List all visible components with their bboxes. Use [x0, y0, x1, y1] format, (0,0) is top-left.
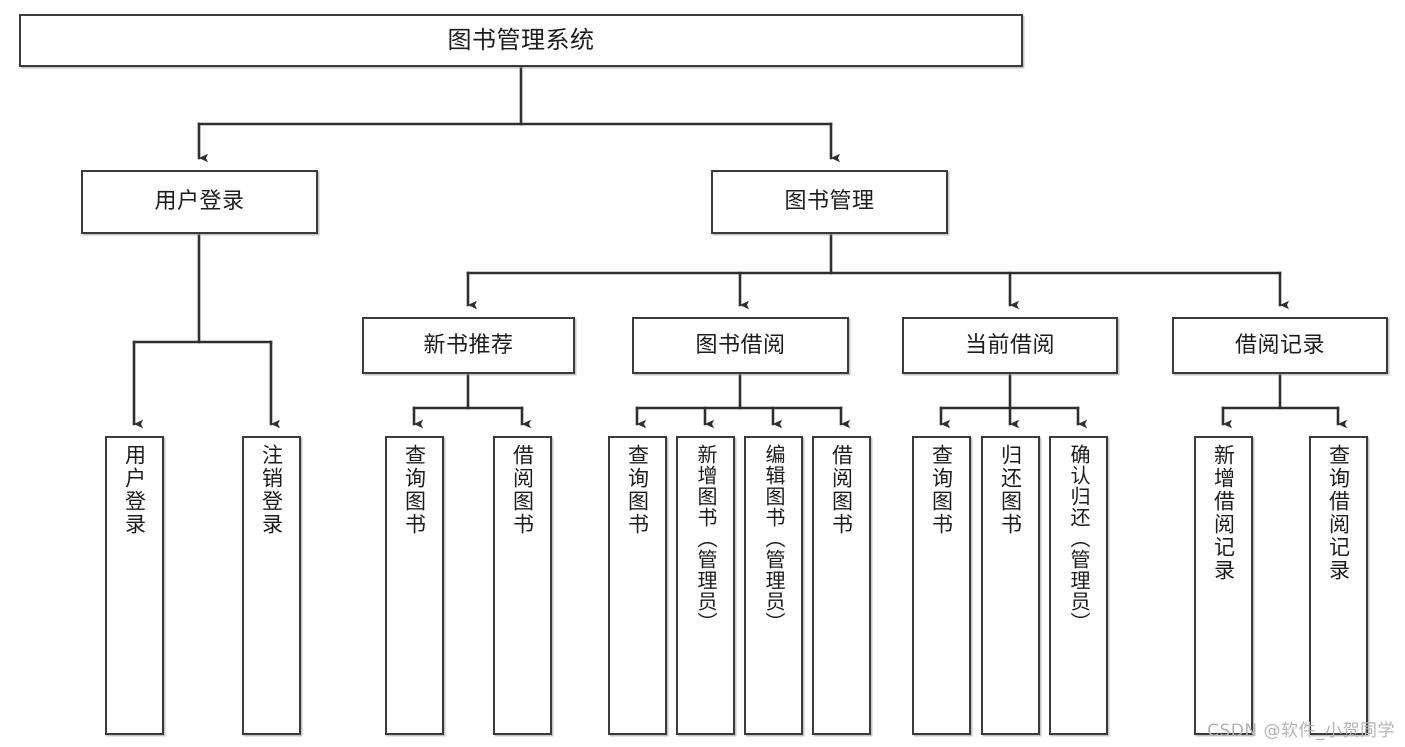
node-label: 用户登录 [154, 189, 245, 215]
leaf-confirm-return-admin[interactable]: 确认归还（管理员） [1049, 436, 1108, 735]
node-label: 借阅记录 [1234, 332, 1325, 358]
node-label: 新增图书（管理员） [694, 444, 718, 633]
node-label: 用户登录 [122, 444, 147, 536]
node-borrowing-record[interactable]: 借阅记录 [1172, 317, 1388, 374]
node-book-management[interactable]: 图书管理 [711, 170, 948, 234]
node-label: 借阅图书 [510, 444, 535, 536]
leaf-query-borrow-record[interactable]: 查询借阅记录 [1309, 436, 1368, 735]
node-label: 图书管理系统 [447, 26, 595, 55]
node-label: 查询借阅记录 [1326, 444, 1351, 582]
leaf-query-book-borrow[interactable]: 查询图书 [608, 436, 667, 735]
node-current-borrowing[interactable]: 当前借阅 [902, 317, 1118, 374]
node-label: 图书管理 [784, 189, 875, 215]
node-book-management-system[interactable]: 图书管理系统 [19, 14, 1023, 67]
node-label: 查询图书 [625, 444, 650, 536]
node-label: 查询图书 [929, 444, 954, 536]
node-label: 借阅图书 [829, 444, 854, 536]
node-label: 编辑图书（管理员） [762, 444, 786, 633]
node-book-borrowing[interactable]: 图书借阅 [632, 317, 849, 374]
leaf-add-book-admin[interactable]: 新增图书（管理员） [676, 436, 735, 735]
node-new-book-recommendation[interactable]: 新书推荐 [362, 317, 575, 374]
node-label: 注销登录 [259, 444, 284, 536]
leaf-edit-book-admin[interactable]: 编辑图书（管理员） [744, 436, 803, 735]
node-label: 当前借阅 [964, 332, 1055, 358]
leaf-query-book-current[interactable]: 查询图书 [912, 436, 971, 735]
leaf-query-book-new[interactable]: 查询图书 [385, 436, 444, 735]
node-label: 确认归还（管理员） [1067, 444, 1091, 633]
leaf-add-borrow-record[interactable]: 新增借阅记录 [1194, 436, 1253, 735]
leaf-return-book[interactable]: 归还图书 [981, 436, 1040, 735]
leaf-borrow-book-new[interactable]: 借阅图书 [493, 436, 552, 735]
leaf-user-login[interactable]: 用户登录 [105, 436, 164, 735]
node-label: 查询图书 [402, 444, 427, 536]
node-label: 新书推荐 [423, 332, 514, 358]
node-label: 新增借阅记录 [1211, 444, 1236, 582]
leaf-borrow-book[interactable]: 借阅图书 [812, 436, 871, 735]
node-user-login[interactable]: 用户登录 [81, 170, 318, 234]
watermark: CSDN @软件_小贺同学 [1207, 721, 1395, 741]
node-label: 图书借阅 [695, 332, 786, 358]
leaf-logout[interactable]: 注销登录 [242, 436, 301, 735]
node-label: 归还图书 [998, 444, 1023, 536]
